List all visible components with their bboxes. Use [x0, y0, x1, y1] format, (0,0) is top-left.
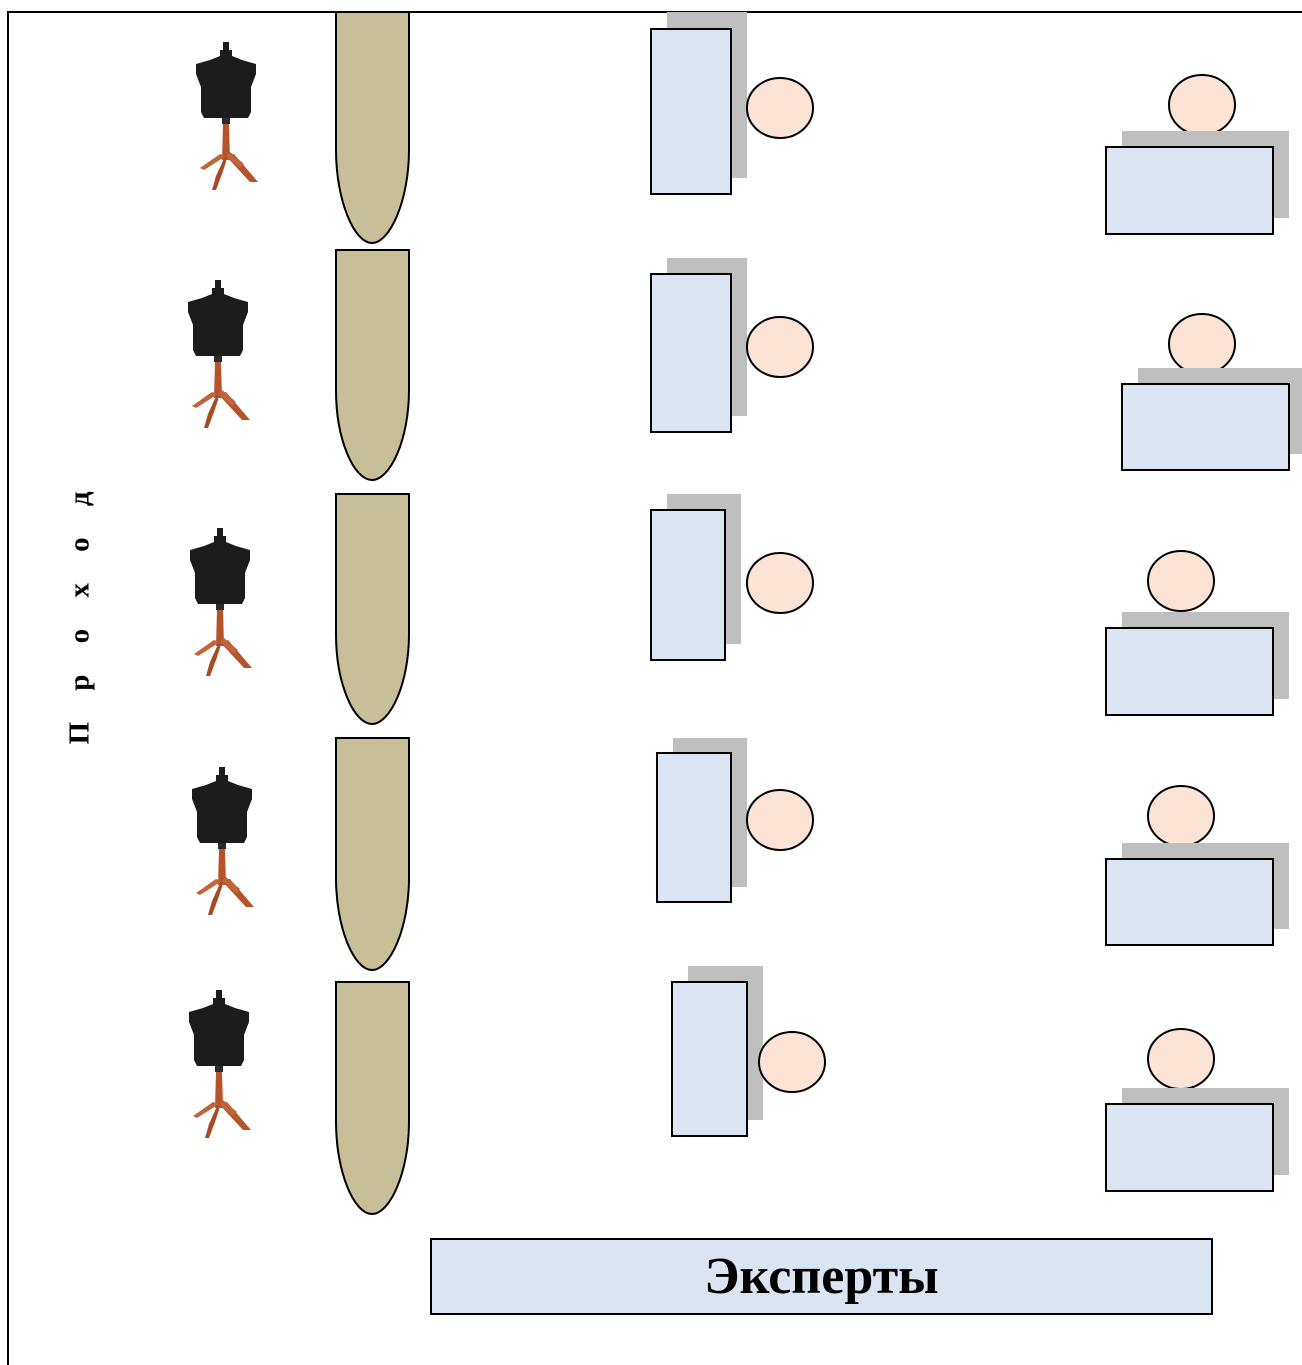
operator-seat	[1147, 785, 1215, 847]
participant-seat	[746, 552, 814, 614]
workstation-4	[192, 737, 1289, 972]
mannequin-icon	[196, 42, 258, 190]
operator-seat	[1168, 313, 1236, 375]
ironing-board	[335, 11, 410, 245]
mannequin-icon	[190, 528, 252, 676]
experts-table: Эксперты	[430, 1238, 1213, 1315]
sewing-machine-table	[1105, 1103, 1274, 1192]
sewing-machine-table	[1105, 627, 1274, 716]
ironing-board	[335, 737, 410, 972]
sewing-machine-table	[1121, 383, 1290, 471]
participant-seat	[746, 789, 814, 851]
operator-seat	[1168, 74, 1236, 136]
mannequin-icon	[188, 280, 250, 428]
passage-label-text: П р о х о д	[63, 479, 96, 745]
workstation-3	[190, 493, 1289, 726]
work-table	[671, 981, 748, 1137]
operator-seat	[1147, 550, 1215, 612]
workstation-1	[196, 11, 1289, 245]
work-table	[656, 752, 732, 903]
operator-seat	[1147, 1028, 1215, 1090]
sewing-machine-table	[1105, 146, 1274, 235]
participant-seat	[758, 1031, 826, 1093]
ironing-board	[335, 981, 410, 1216]
experts-label: Эксперты	[704, 1248, 939, 1305]
ironing-board	[335, 493, 410, 726]
workstation-2	[188, 249, 1302, 482]
work-table	[650, 509, 726, 661]
workstation-5	[189, 966, 1289, 1216]
work-table	[650, 273, 732, 433]
ironing-board	[335, 249, 410, 482]
mannequin-icon	[189, 990, 251, 1138]
mannequin-icon	[192, 767, 254, 915]
sewing-machine-table	[1105, 858, 1274, 946]
participant-seat	[746, 77, 814, 139]
room-wall-outline	[7, 11, 1302, 1365]
work-table	[650, 28, 732, 195]
participant-seat	[746, 316, 814, 378]
